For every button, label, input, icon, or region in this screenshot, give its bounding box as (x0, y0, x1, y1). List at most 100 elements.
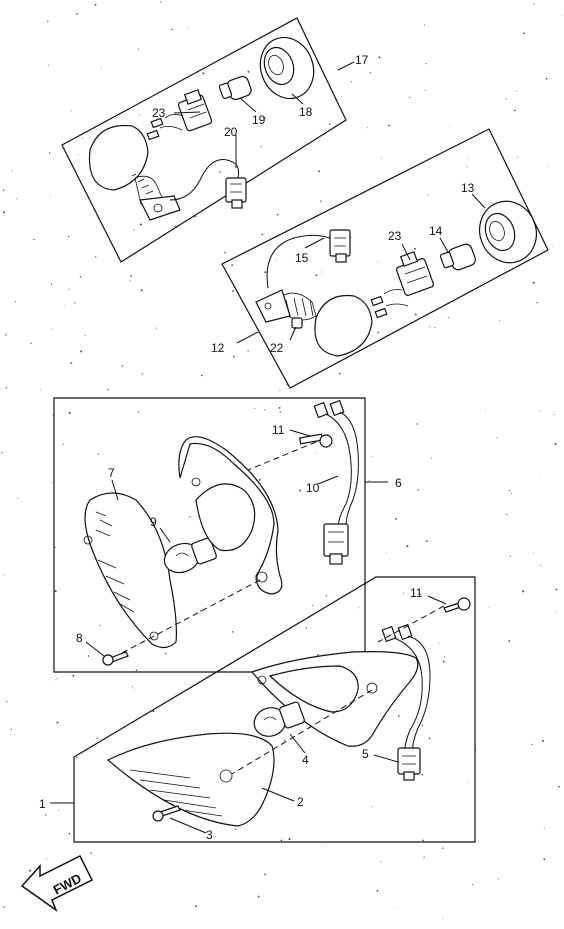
assembly-1 (50, 576, 476, 843)
speckle-dot (95, 256, 97, 258)
speckle-dot (509, 555, 511, 557)
speckle-dot (556, 610, 558, 612)
wire-lead-15[interactable] (266, 229, 351, 289)
speckle-dot (425, 540, 428, 542)
speckle-dot (377, 331, 380, 334)
label-1: 1 (39, 797, 46, 811)
wire-lead-10[interactable] (313, 399, 359, 565)
speckle-dot (68, 235, 70, 238)
screw-11-upper[interactable] (298, 433, 333, 448)
speckle-dot (498, 878, 500, 880)
socket-23-upper[interactable] (146, 89, 213, 141)
speckle-dot (316, 654, 319, 656)
speckle-dot (282, 586, 284, 588)
speckle-dot (533, 3, 535, 5)
speckle-dot (397, 715, 400, 717)
label-13: 13 (461, 181, 475, 195)
speckle-dot (538, 477, 540, 479)
speckle-dot (47, 20, 49, 23)
bulb-9[interactable] (160, 537, 217, 577)
speckle-dot (545, 77, 548, 80)
assembly-17-frame (61, 17, 347, 263)
speckle-dot (70, 110, 72, 112)
screw-8[interactable] (102, 651, 129, 666)
speckle-dot (78, 153, 79, 155)
speckle-dot (99, 624, 101, 627)
label-11-lower: 11 (410, 586, 423, 600)
speckle-dot (82, 137, 84, 139)
speckle-dot (506, 513, 508, 516)
speckle-dot (539, 564, 542, 567)
speckle-dot (70, 362, 73, 364)
speckle-dot (320, 271, 322, 273)
speckle-dot (532, 281, 535, 284)
speckle-dot (14, 300, 17, 302)
speckle-dot (438, 642, 440, 644)
bulb-19[interactable] (218, 75, 253, 101)
speckle-dot (6, 700, 8, 703)
speckle-dot (429, 326, 431, 328)
speckle-dot (232, 631, 234, 633)
speckle-dot (224, 251, 226, 254)
speckle-dot (87, 655, 90, 657)
speckle-dot (552, 246, 554, 248)
speckle-dot (200, 610, 202, 612)
speckle-dot (232, 290, 234, 292)
lens-18[interactable] (252, 30, 322, 106)
speckle-dot (80, 350, 83, 353)
lens-2[interactable] (106, 732, 275, 827)
speckle-dot (274, 260, 276, 262)
speckle-dot (54, 590, 57, 593)
speckle-dot (442, 660, 445, 663)
screw-11-lower[interactable] (443, 597, 471, 613)
bulb-4[interactable] (250, 701, 305, 740)
speckle-dot (427, 194, 429, 196)
speckle-dot (343, 357, 345, 358)
speckle-dot (517, 156, 519, 158)
speckle-dot (541, 739, 544, 742)
label-10: 10 (306, 481, 320, 495)
speckle-dot (329, 123, 331, 125)
speckle-dot (200, 374, 203, 377)
lens-13[interactable] (471, 193, 545, 270)
turn-lamp-housing-rear-right (88, 124, 181, 221)
speckle-dot (444, 656, 445, 658)
speckle-dot (425, 63, 427, 65)
lens-7[interactable] (83, 492, 177, 649)
speckle-dot (531, 743, 533, 745)
socket-23-lower[interactable] (370, 251, 434, 319)
speckle-dot (368, 480, 370, 482)
speckle-dot (174, 225, 176, 228)
speckle-dot (514, 109, 516, 112)
speckle-dot (377, 261, 379, 263)
speckle-dot (130, 274, 132, 277)
speckle-dot (350, 81, 352, 83)
bulb-14[interactable] (439, 243, 477, 272)
screw-3[interactable] (152, 805, 181, 822)
speckle-dot (396, 907, 398, 908)
speckle-dot (94, 3, 97, 6)
speckle-dot (52, 482, 54, 484)
label-2: 2 (297, 795, 304, 809)
speckle-dot (46, 858, 48, 860)
speckle-dot (263, 116, 266, 119)
speckle-dot (253, 407, 255, 409)
wire-lead-20[interactable] (169, 159, 247, 209)
speckle-dot (141, 373, 144, 375)
speckle-dot (555, 588, 558, 591)
wire-lead-5[interactable] (381, 623, 431, 781)
turn-lamp-housing-front-right (178, 436, 283, 595)
speckle-dot (74, 302, 76, 304)
speckle-dot (553, 413, 555, 415)
speckle-dot (171, 28, 174, 31)
speckle-dot (315, 274, 318, 277)
label-5: 5 (362, 747, 369, 761)
speckle-dot (29, 869, 31, 872)
speckle-dot (186, 27, 188, 28)
speckle-dot (138, 114, 140, 116)
speckle-dot (320, 846, 322, 848)
speckle-dot (97, 453, 100, 455)
speckle-dot (62, 443, 64, 445)
speckle-dot (428, 737, 431, 740)
speckle-dot (378, 56, 381, 59)
